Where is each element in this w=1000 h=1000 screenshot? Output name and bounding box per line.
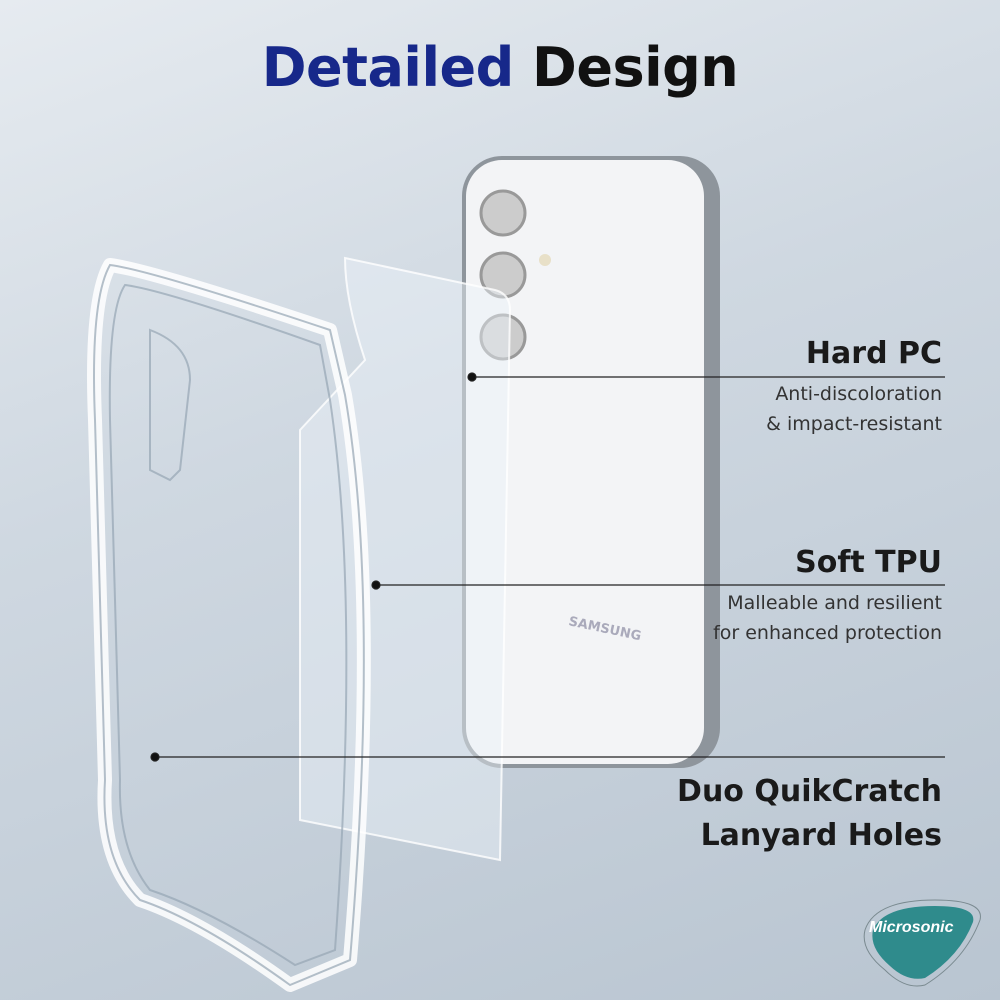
microsonic-logo: Microsonic (855, 890, 985, 990)
phone-image: SAMSUNG (462, 156, 720, 768)
logo-text: Microsonic (869, 919, 954, 936)
page-title: Detailed Design (261, 36, 739, 99)
camera-lens-icon (479, 189, 527, 237)
camera-lens-icon (479, 313, 527, 361)
callout-lines (150, 372, 945, 762)
feature-hard-pc: Hard PC Anti-discoloration & impact-resi… (766, 336, 942, 435)
feature-lanyard-holes: Duo QuikCratch Lanyard Holes (677, 774, 942, 853)
camera-lens-icon (479, 251, 527, 299)
feature-soft-tpu: Soft TPU Malleable and resilient for enh… (713, 545, 942, 644)
